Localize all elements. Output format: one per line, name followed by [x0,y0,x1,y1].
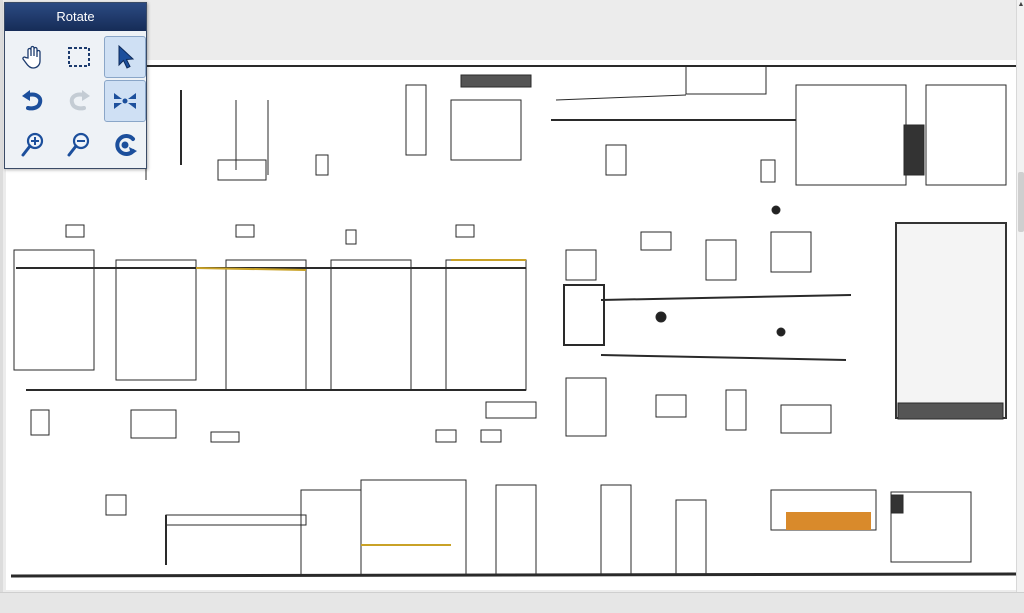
bottom-right-room [890,491,972,563]
mid-bin-1 [30,409,50,436]
status-bar [0,592,1024,613]
palette-title: Rotate [5,3,146,31]
bottom-room-4 [600,484,632,576]
zoom-extents-icon [114,93,136,109]
zoom-out-icon [67,132,90,157]
redo-arrow-icon [69,90,90,111]
tool-grid [12,36,146,166]
point-cloud-floorplan [10,65,1016,578]
mid-bin-3 [210,431,240,443]
zoom-out-button[interactable] [58,124,100,166]
top-stack-1 [605,144,627,176]
mid-bin-5 [480,429,502,443]
mid-bin-2 [130,409,177,439]
mid-cell-3 [225,259,307,391]
mid-right-header-pipe [600,294,852,301]
mid-pallet [485,401,537,419]
rotate-icon [115,134,137,156]
point-cloud-viewport[interactable] [6,60,1016,590]
mid-right-box [565,249,597,281]
bottom-right-door [890,494,904,514]
arrow-pointer-icon [118,44,135,69]
hand-pan-button[interactable] [12,36,54,78]
navigation-tool-palette: Rotate [4,2,147,169]
mid-right-unit-3 [770,231,812,273]
mid-box-2 [235,224,255,238]
scroll-thumb[interactable] [1018,172,1024,232]
bottom-room-1 [300,489,362,576]
bottom-rack [675,499,707,576]
top-right-office [925,84,1007,186]
mid-box-4 [455,224,475,238]
mid-cell-5 [445,259,527,391]
mid-cell-2 [115,259,197,381]
mid-right-unit-6 [780,404,832,434]
mid-cell-4 [330,259,412,391]
redo-view-button[interactable] [58,80,100,122]
box-select-button[interactable] [58,36,100,78]
hand-pan-icon [22,45,41,69]
top-stack-2 [760,159,776,183]
top-conveyor [555,94,687,101]
undo-arrow-icon [22,90,43,111]
mid-yellow-pipe [195,267,307,271]
bottom-box-1 [105,494,127,516]
mid-box-3 [345,229,357,245]
mid-valve-3 [776,327,786,337]
vertical-scrollbar[interactable]: ▲ [1016,0,1024,592]
mid-valve-1 [655,311,667,323]
window-left-border [0,0,3,592]
mid-right-panel [565,377,607,437]
undo-view-button[interactable] [12,80,54,122]
scroll-up-arrow-icon[interactable]: ▲ [1017,1,1024,8]
zoom-in-button[interactable] [12,124,54,166]
select-pointer-button[interactable] [104,36,146,78]
top-right-room [795,84,907,186]
mid-valve-2 [771,205,781,215]
mid-right-unit-4 [655,394,687,418]
top-cabinet [315,154,329,176]
zoom-in-icon [21,132,44,157]
top-stair-unit [685,65,767,95]
mid-bin-4 [435,429,457,443]
mid-box-1 [65,224,85,238]
mid-right-unit-5 [725,389,747,431]
mid-right-return-pipe [600,354,847,361]
top-equipment-block [450,99,522,161]
storage-rack-block [895,222,1007,420]
bottom-room-3 [495,484,537,576]
mid-cell-1 [13,249,95,371]
top-right-door [903,124,925,176]
bottom-room-2 [360,479,467,576]
rotate-button[interactable] [104,124,146,166]
mid-right-tank [563,284,605,346]
top-duct [460,74,532,88]
mid-right-unit-1 [640,231,672,251]
top-rack-1 [405,84,427,156]
mid-right-unit-2 [705,239,737,281]
top-machine-base [217,159,267,181]
box-select-icon [68,47,90,67]
zoom-extents-button[interactable] [104,80,146,122]
bottom-bench [165,514,307,526]
bottom-lit-floor [786,512,871,530]
